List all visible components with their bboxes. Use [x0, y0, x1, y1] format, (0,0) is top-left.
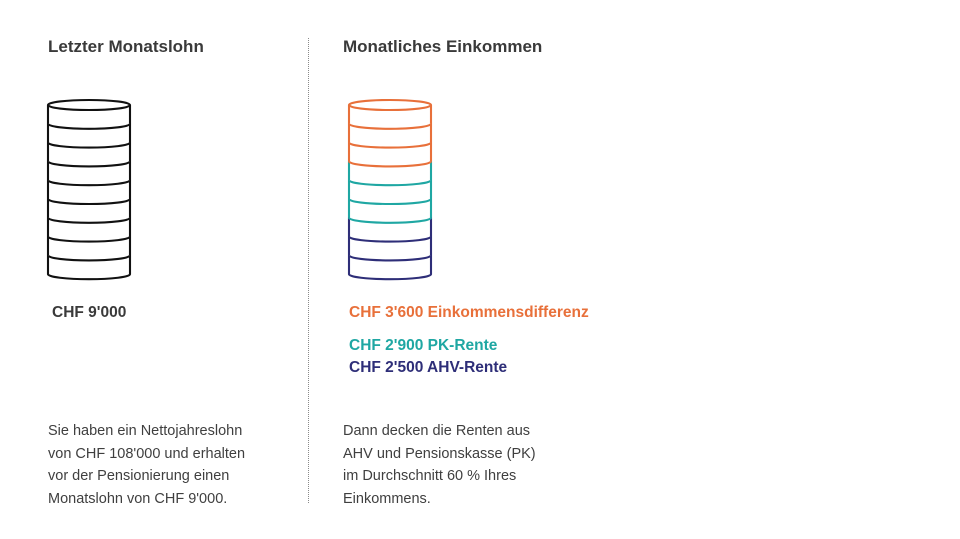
coin-top	[347, 98, 433, 112]
right-description-line: im Durchschnitt 60 % Ihres	[343, 468, 517, 484]
coin	[347, 255, 433, 281]
right-description-line: Dann decken die Renten aus	[343, 423, 531, 439]
left-description-line: von CHF 108'000 und erhalten	[48, 445, 246, 462]
coin-edge	[46, 142, 132, 149]
coin-edge	[347, 123, 433, 130]
left-description-line: vor der Pensionierung einen	[48, 468, 230, 484]
right-description: Dann decken die Renten aus AHV und Pensi…	[343, 420, 536, 510]
coin-edge	[46, 160, 132, 168]
coin-edge	[347, 236, 433, 243]
coin-edge	[46, 254, 132, 262]
left-description: Sie haben ein Nettojahreslohn von CHF 10…	[48, 420, 245, 510]
right-description-line: AHV und Pensionskasse (PK)	[343, 445, 536, 462]
right-column-heading: Monatliches Einkommen	[343, 37, 543, 56]
column-divider	[308, 38, 309, 503]
coin-edge	[347, 217, 433, 224]
coin-edge	[46, 217, 132, 224]
coin-edge	[347, 179, 433, 187]
monthly-income-coin-stack-icon	[347, 98, 433, 281]
coin-edge	[46, 236, 132, 243]
coin-top	[46, 98, 132, 112]
monthly-salary-coin-stack-icon	[46, 98, 132, 281]
left-description-line: Sie haben ein Nettojahreslohn	[48, 423, 243, 439]
coin-edge	[46, 179, 132, 187]
left-description-line: Monatslohn von CHF 9'000.	[48, 490, 228, 507]
coin-edge	[347, 254, 433, 262]
income-difference-amount: CHF 3'600 Einkommensdifferenz	[349, 304, 589, 321]
last-salary-amount: CHF 9'000	[52, 304, 127, 321]
coin-edge	[46, 198, 132, 206]
right-description-line: Einkommens.	[343, 490, 431, 507]
coin-edge	[347, 198, 433, 206]
left-column-heading: Letzter Monatslohn	[48, 37, 204, 56]
ahv-pension-amount: CHF 2'500 AHV-Rente	[349, 359, 508, 376]
coin-edge	[347, 142, 433, 149]
coin	[46, 255, 132, 281]
pk-pension-amount: CHF 2'900 PK-Rente	[349, 337, 498, 354]
coin-edge	[347, 160, 433, 168]
coin-edge	[46, 123, 132, 130]
